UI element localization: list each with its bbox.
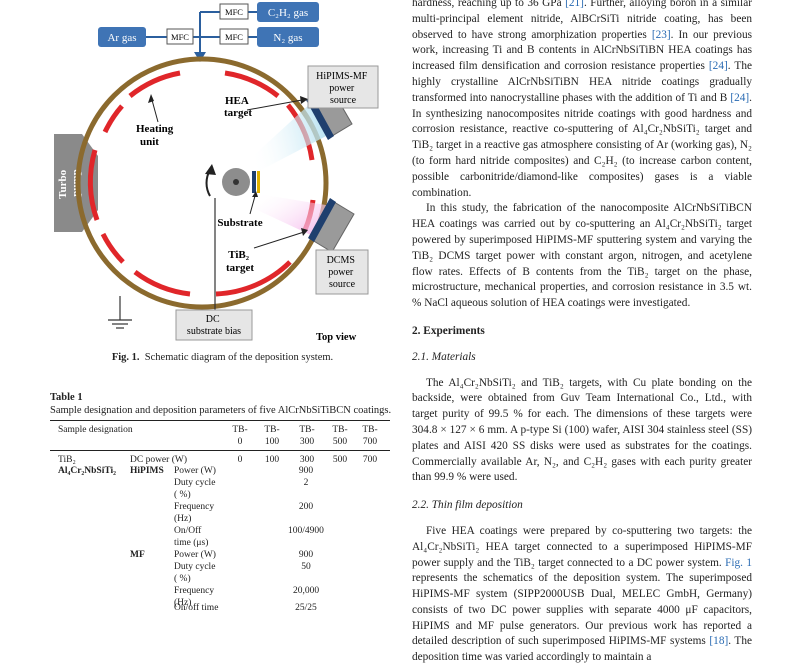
mfc-n2-label: MFC — [225, 32, 243, 42]
citation-link[interactable]: [18] — [709, 635, 729, 648]
heating-label: Heating unit — [136, 123, 176, 148]
table-header-col: TB-100 — [264, 425, 280, 447]
tib2-target-label: TiB₂ target — [226, 249, 254, 274]
c2h2-gas-label: C₂H₂ gas — [268, 7, 308, 19]
table-cell: 700 — [362, 455, 378, 465]
row-hipims: HiPIMS — [130, 466, 164, 476]
table-header-col: TB-0 — [232, 425, 248, 447]
table-cell: 2 — [303, 478, 309, 488]
table-cell: 200 — [298, 502, 314, 512]
citation-link[interactable]: [24] — [708, 60, 728, 73]
table-cell: 900 — [298, 550, 314, 560]
tib2-plasma — [240, 192, 332, 236]
table-cell: 25/25 — [295, 603, 317, 613]
citation-link[interactable]: [24] — [730, 91, 750, 104]
substrate-label: Substrate — [217, 217, 262, 229]
paragraph-deposition: Five HEA coatings were prepared by co-sp… — [412, 524, 752, 664]
param-freq: Frequency(Hz) — [174, 502, 215, 524]
param-duty: Duty cycle( %) — [174, 478, 216, 500]
svg-text:DC substrate bias: DC substrate bias — [187, 314, 241, 337]
heating-pointer-head — [148, 94, 154, 103]
row-dc-power: DC power (W) — [130, 455, 187, 465]
citation-link[interactable]: [21] — [565, 0, 584, 9]
tib2-target-pointer — [253, 231, 305, 249]
table-header-col: TB-300 — [299, 425, 315, 447]
figure-caption: Fig. 1. Schematic diagram of the deposit… — [50, 352, 395, 363]
table-cell: 0 — [237, 455, 243, 465]
table-cell: 20,000 — [292, 586, 320, 596]
mfc-c2h2: MFC — [219, 3, 249, 20]
n2-gas-label: N₂ gas — [273, 32, 302, 44]
table-cell: 100 — [264, 455, 280, 465]
table-cell: 900 — [298, 466, 314, 476]
top-view-label: Top view — [316, 332, 357, 343]
param-power: Power (W) — [174, 550, 216, 560]
substrate-holder — [205, 164, 260, 197]
hipims-source-box: HiPIMS-MF power source — [307, 65, 379, 109]
ground-symbol — [108, 296, 132, 329]
param-power: Power (W) — [174, 466, 216, 476]
table-header-col: TB-700 — [362, 425, 378, 447]
table-cell: 500 — [332, 455, 348, 465]
c2h2-gas-box: C₂H₂ gas — [257, 2, 319, 22]
row-mf: MF — [130, 550, 145, 560]
substrate-pointer — [249, 195, 256, 215]
hea-target-label: HEA target — [224, 95, 252, 119]
subsection-heading-materials: 2.1. Materials — [412, 350, 476, 363]
mfc-ar: MFC — [166, 28, 194, 45]
paragraph-intro: hardness, reaching up to 36 GPa [21]. Fu… — [412, 0, 752, 201]
param-duty: Duty cycle( %) — [174, 562, 216, 584]
subsection-heading-deposition: 2.2. Thin film deposition — [412, 499, 523, 512]
ar-gas-label: Ar gas — [107, 32, 136, 44]
hea-target-pointer — [246, 99, 303, 111]
table-title: Table 1 — [50, 392, 83, 403]
table-cell: 300 — [299, 455, 315, 465]
figure-link[interactable]: Fig. 1 — [725, 556, 752, 569]
body-text-column: hardness, reaching up to 36 GPa [21]. Fu… — [412, 0, 752, 666]
figure-caption-text: Schematic diagram of the deposition syst… — [144, 352, 334, 363]
n2-gas-box: N₂ gas — [257, 27, 319, 47]
svg-text:DCMS power source: DCMS power source — [327, 255, 358, 290]
paragraph-materials: The Al₄Cr₂NbSiTi₂ and TiB₂ targets, with… — [412, 376, 752, 484]
row-tib2: TiB₂ — [58, 455, 76, 465]
param-onoff-mf: On/off time — [174, 603, 219, 613]
tib2-target-pointer-head — [301, 228, 308, 236]
section-heading-experiments: 2. Experiments — [412, 324, 485, 337]
tib2-target — [308, 198, 355, 253]
chamber-wall — [75, 56, 329, 310]
mfc-n2: MFC — [219, 28, 249, 45]
heating-unit — [87, 70, 316, 297]
paragraph-study: In this study, the fabrication of the na… — [412, 202, 752, 310]
dcms-source-box: DCMS power source — [315, 249, 369, 295]
table-header-designation: Sample designation — [58, 425, 133, 435]
mfc-ar-label: MFC — [171, 32, 189, 42]
ar-gas-box: Ar gas — [98, 27, 146, 47]
deposition-system-diagram: Ar gas MFC MFC MFC C₂H₂ gas N₂ gas Turbo… — [54, 2, 379, 343]
mfc-c2h2-label: MFC — [225, 7, 243, 17]
substrate-pointer-head — [252, 191, 258, 197]
heating-pointer — [151, 99, 159, 123]
table-cell: 100/4900 — [288, 526, 324, 536]
figure-caption-label: Fig. 1. — [111, 352, 140, 363]
svg-text:HiPIMS-MF power so: HiPIMS-MF power source — [316, 71, 370, 106]
turbo-label-1: Turbo — [57, 169, 69, 198]
table-header-col: TB-500 — [332, 425, 348, 447]
row-alcr: Al₄Cr₂NbSiTi₂ — [58, 466, 116, 476]
table-cell: 50 — [301, 562, 311, 572]
table-subtitle: Sample designation and deposition parame… — [50, 405, 392, 416]
hea-plasma — [240, 102, 330, 178]
citation-link[interactable]: [23] — [651, 28, 671, 41]
dc-bias-box: DC substrate bias — [175, 309, 253, 341]
hea-target-pointer-head — [300, 96, 308, 104]
param-freq: Frequency(Hz) — [174, 586, 215, 608]
